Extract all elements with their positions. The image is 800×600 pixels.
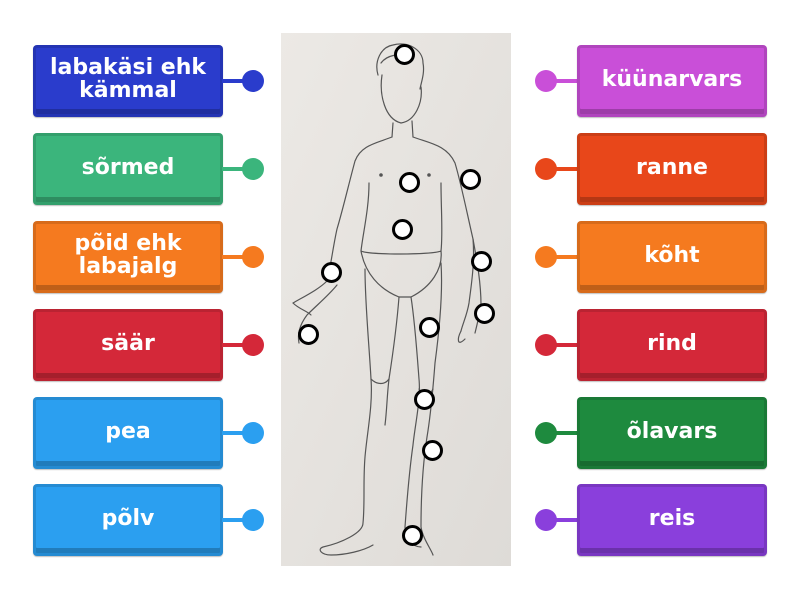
tile-connector-knob[interactable]: [535, 70, 557, 92]
tile-poid[interactable]: põid ehk labajalg: [33, 221, 223, 293]
tile-connector-knob[interactable]: [242, 422, 264, 444]
tile-sormed[interactable]: sõrmed: [33, 133, 223, 205]
tile-olavars[interactable]: õlavars: [577, 397, 767, 469]
tile-label: sõrmed: [81, 154, 175, 180]
tile-ranne[interactable]: ranne: [577, 133, 767, 205]
tile-connector: [222, 167, 244, 171]
hotspot-shin[interactable]: [422, 440, 443, 461]
tile-rind[interactable]: rind: [577, 309, 767, 381]
tile-pea[interactable]: pea: [33, 397, 223, 469]
tile-connector-knob[interactable]: [242, 334, 264, 356]
hotspot-belly[interactable]: [392, 219, 413, 240]
tile-connector-knob[interactable]: [535, 246, 557, 268]
hotspot-head[interactable]: [394, 44, 415, 65]
tile-kuunarvars[interactable]: küünarvars: [577, 45, 767, 117]
hotspot-thigh[interactable]: [419, 317, 440, 338]
tile-connector-knob[interactable]: [242, 158, 264, 180]
tile-koht[interactable]: kõht: [577, 221, 767, 293]
hotspot-chest[interactable]: [399, 172, 420, 193]
tile-label: õlavars: [626, 418, 718, 444]
hotspot-forearm-left[interactable]: [321, 262, 342, 283]
tile-saar[interactable]: säär: [33, 309, 223, 381]
tile-connector-knob[interactable]: [535, 509, 557, 531]
tile-connector: [222, 431, 244, 435]
tile-reis[interactable]: reis: [577, 484, 767, 556]
hotspot-knee[interactable]: [414, 389, 435, 410]
hotspot-upper-arm[interactable]: [460, 169, 481, 190]
tile-connector: [222, 343, 244, 347]
tile-polv[interactable]: põlv: [33, 484, 223, 556]
tile-connector-knob[interactable]: [242, 246, 264, 268]
tile-connector-knob[interactable]: [535, 334, 557, 356]
tile-label: säär: [101, 330, 155, 356]
tile-label: reis: [648, 505, 696, 531]
tile-connector: [222, 518, 244, 522]
tile-label: küünarvars: [601, 66, 743, 92]
tile-connector: [556, 79, 578, 83]
hotspot-palm[interactable]: [298, 324, 319, 345]
tile-connector-knob[interactable]: [242, 509, 264, 531]
tile-connector-knob[interactable]: [535, 422, 557, 444]
human-body-outline-icon: [281, 33, 511, 566]
hotspot-forearm-right[interactable]: [471, 251, 492, 272]
tile-connector: [556, 167, 578, 171]
tile-label: rind: [647, 330, 697, 356]
tile-label: pea: [105, 418, 151, 444]
tile-label: ranne: [636, 154, 708, 180]
tile-connector: [556, 518, 578, 522]
tile-connector: [222, 255, 244, 259]
hotspot-foot[interactable]: [402, 525, 423, 546]
tile-connector: [222, 79, 244, 83]
hotspot-wrist[interactable]: [474, 303, 495, 324]
tile-connector: [556, 431, 578, 435]
tile-label: põid ehk labajalg: [74, 231, 182, 279]
tile-connector-knob[interactable]: [242, 70, 264, 92]
tile-label: labakäsi ehk kämmal: [50, 55, 206, 103]
tile-label: põlv: [101, 505, 155, 531]
tile-connector: [556, 255, 578, 259]
body-diagram-photo: [281, 33, 511, 566]
tile-connector: [556, 343, 578, 347]
tile-label: kõht: [644, 242, 700, 268]
tile-connector-knob[interactable]: [535, 158, 557, 180]
tile-labakasi[interactable]: labakäsi ehk kämmal: [33, 45, 223, 117]
